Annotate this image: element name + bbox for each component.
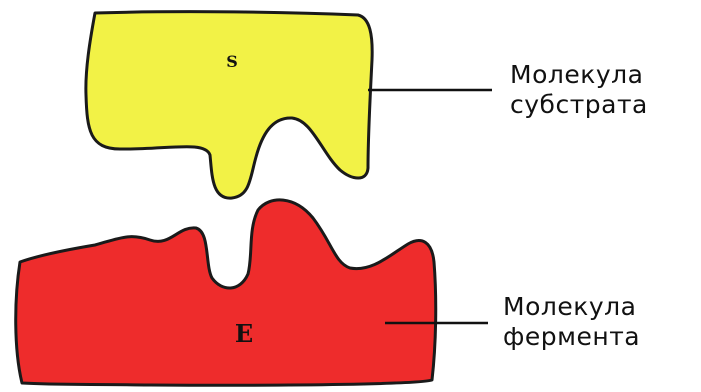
enzyme-caption-line-1: Молекула — [503, 292, 640, 322]
substrate-caption-line-2: субстрата — [510, 90, 648, 120]
enzyme-molecule-shape — [16, 200, 436, 385]
substrate-caption: Молекула субстрата — [510, 60, 648, 120]
enzyme-caption-line-2: фермента — [503, 322, 640, 352]
enzyme-label-e: E — [235, 319, 253, 348]
substrate-label-s: S — [226, 52, 238, 71]
enzyme-caption: Молекула фермента — [503, 292, 640, 352]
substrate-molecule-shape — [86, 12, 372, 198]
substrate-caption-line-1: Молекула — [510, 60, 648, 90]
